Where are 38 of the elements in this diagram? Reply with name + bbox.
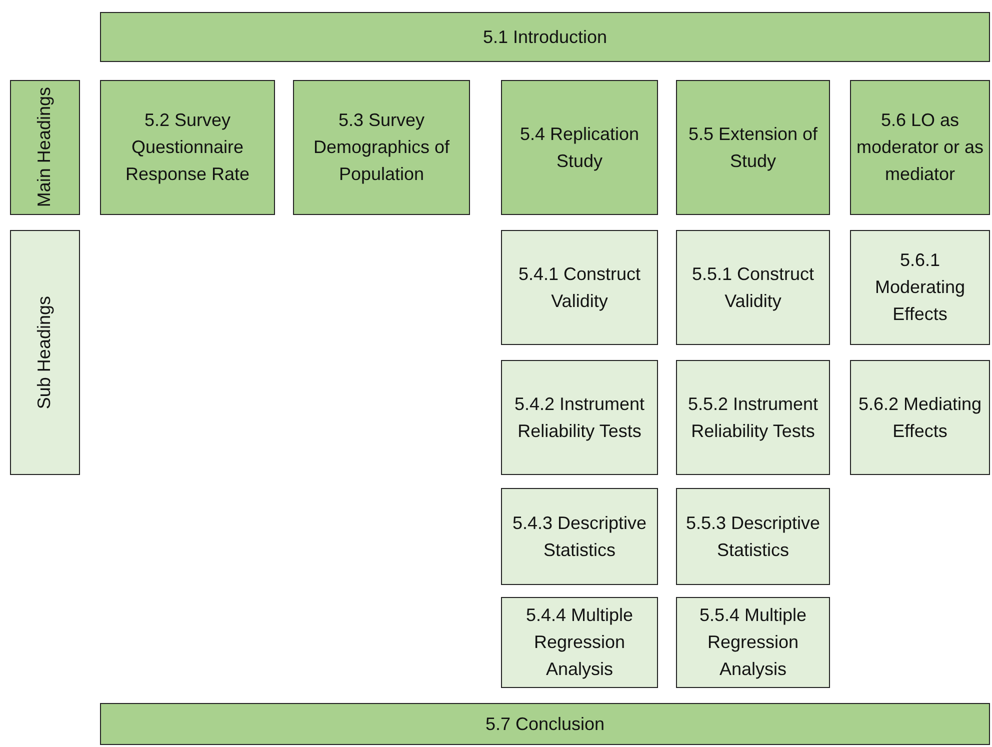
subsection-box	[676, 597, 830, 688]
heading-text: 5.6.1 Moderating Effects	[874, 249, 966, 326]
heading-text: 5.4.3 Descriptive Statistics	[511, 512, 648, 562]
heading-text: 5.6.2 Mediating Effects	[857, 392, 983, 442]
heading-text: 5.4.2 Instrument Reliability Tests	[513, 392, 646, 443]
row-label: Main Headings	[34, 87, 56, 208]
heading-text: 5.5.1 Construct Validity	[690, 262, 816, 313]
heading-text: 5.5 Extension of Study	[687, 122, 819, 173]
heading-text: 5.2 Survey Questionnaire Response Rate	[124, 109, 251, 186]
section-box	[100, 12, 990, 62]
heading-text: 5.4.4 Multiple Regression Analysis	[524, 604, 634, 681]
subsection-box	[501, 230, 658, 345]
row-label-box	[10, 230, 80, 475]
subsection-box	[501, 597, 658, 688]
row-label: Sub Headings	[34, 296, 56, 410]
section-box	[850, 80, 990, 215]
heading-text: 5.5.3 Descriptive Statistics	[684, 512, 822, 562]
row-label-box	[10, 80, 80, 215]
heading-text: 5.5.2 Instrument Reliability Tests	[686, 392, 820, 443]
heading-text: 5.5.4 Multiple Regression Analysis	[698, 604, 808, 681]
subsection-box	[676, 488, 830, 585]
section-box	[293, 80, 470, 215]
subsection-box	[501, 488, 658, 585]
heading-text: 5.7 Conclusion	[485, 712, 605, 736]
section-box	[676, 80, 830, 215]
section-box	[501, 80, 658, 215]
subsection-box	[676, 360, 830, 475]
heading-text: 5.4 Replication Study	[518, 122, 640, 173]
section-box	[100, 80, 275, 215]
subsection-box	[850, 230, 990, 345]
heading-text: 5.1 Introduction	[482, 26, 608, 48]
heading-text: 5.4.1 Construct Validity	[517, 262, 642, 313]
heading-text: 5.3 Survey Demographics of Population	[312, 109, 451, 186]
subsection-box	[501, 360, 658, 475]
subsection-box	[676, 230, 830, 345]
subsection-box	[850, 360, 990, 475]
heading-text: 5.6 LO as moderator or as mediator	[855, 109, 985, 186]
section-box	[100, 703, 990, 745]
